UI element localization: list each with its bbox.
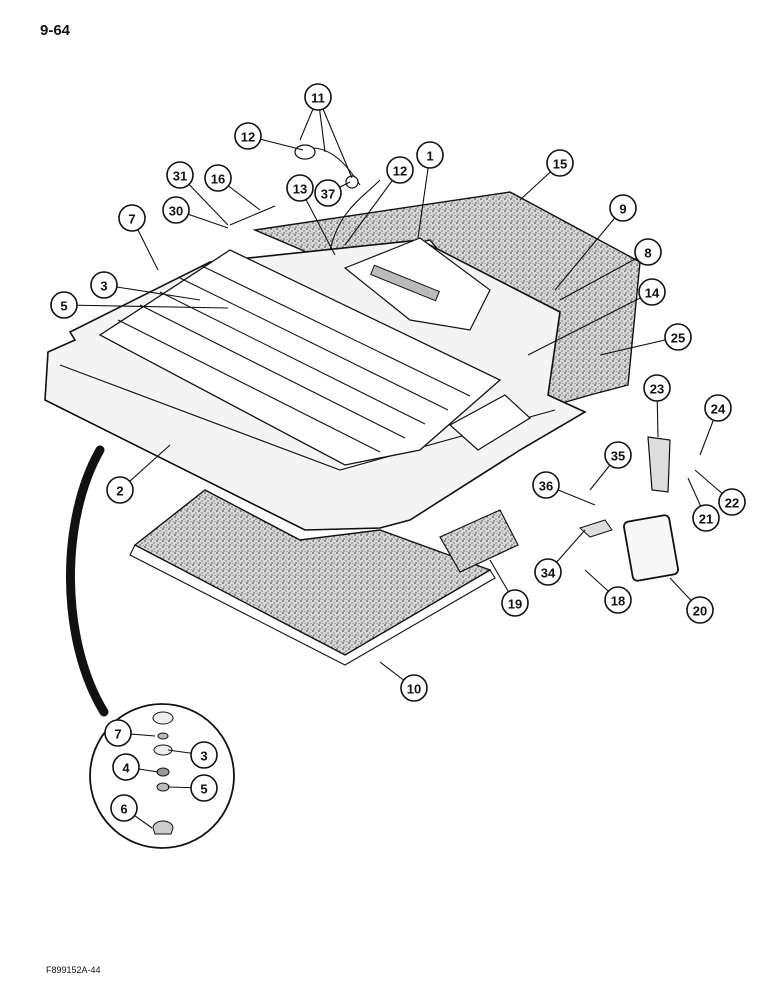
callout-3: 3 (190, 741, 218, 769)
callout-label: 15 (553, 157, 567, 172)
leader-line (63, 304, 229, 309)
callout-label: 22 (725, 496, 739, 511)
callout-label: 36 (539, 479, 553, 494)
callout-label: 2 (116, 484, 123, 499)
callout-label: 12 (241, 130, 255, 145)
callout-14: 14 (638, 278, 666, 306)
callout-label: 23 (650, 382, 664, 397)
callout-label: 6 (120, 802, 127, 817)
callout-label: 9 (619, 202, 626, 217)
callout-7: 7 (104, 719, 132, 747)
leader-line (344, 169, 401, 246)
callout-label: 3 (200, 749, 207, 764)
page-number: 9-64 (40, 22, 71, 39)
callout-21: 21 (692, 504, 720, 532)
figure-code: F899152A-44 (46, 965, 101, 975)
callout-label: 35 (611, 449, 625, 464)
callout-36: 36 (532, 471, 560, 499)
callout-3: 3 (90, 271, 118, 299)
leader-line (103, 284, 201, 301)
leader-line (559, 251, 649, 301)
callout-34: 34 (534, 558, 562, 586)
callout-4: 4 (112, 753, 140, 781)
callout-label: 14 (645, 286, 660, 301)
callout-2: 2 (106, 476, 134, 504)
callout-label: 1 (426, 149, 433, 164)
callout-label: 24 (711, 402, 726, 417)
clip-11 (294, 144, 316, 160)
light-strip (370, 264, 440, 302)
callout-18: 18 (604, 586, 632, 614)
callout-16: 16 (204, 164, 232, 192)
callout-37: 37 (314, 179, 342, 207)
callout-15: 15 (546, 149, 574, 177)
callout-label: 18 (611, 594, 625, 609)
callout-label: 25 (671, 331, 685, 346)
callout-25: 25 (664, 323, 692, 351)
callout-label: 34 (541, 566, 556, 581)
small-mat (439, 509, 519, 573)
callout-12: 12 (234, 122, 262, 150)
callout-label: 11 (311, 91, 325, 106)
callout-10: 10 (400, 674, 428, 702)
callout-13: 13 (286, 174, 314, 202)
callout-label: 30 (169, 204, 183, 219)
callout-23: 23 (643, 374, 671, 402)
nut-37 (345, 175, 359, 189)
callout-22: 22 (718, 488, 746, 516)
callout-label: 5 (60, 299, 67, 314)
callout-label: 21 (699, 512, 713, 527)
callout-label: 3 (100, 279, 107, 294)
mirror (623, 514, 679, 582)
callout-label: 12 (393, 164, 407, 179)
callout-5: 5 (50, 291, 78, 319)
callout-label: 37 (321, 187, 335, 202)
leader-line (317, 96, 353, 179)
callout-1: 1 (416, 141, 444, 169)
floor-mat (133, 489, 492, 656)
leader-line (527, 291, 653, 356)
vent-opening (448, 394, 531, 451)
leader-line (554, 207, 624, 291)
callout-9: 9 (609, 194, 637, 222)
callout-5: 5 (190, 774, 218, 802)
callout-35: 35 (604, 441, 632, 469)
callout-19: 19 (501, 589, 529, 617)
callout-label: 7 (128, 212, 135, 227)
mounting-bracket (579, 519, 613, 538)
callout-label: 19 (508, 597, 522, 612)
callout-label: 16 (211, 172, 225, 187)
callout-8: 8 (634, 238, 662, 266)
ribbed-headliner (98, 249, 502, 466)
callout-label: 7 (114, 727, 121, 742)
callout-11: 11 (304, 83, 332, 111)
callout-label: 4 (122, 761, 130, 776)
callout-label: 20 (693, 604, 707, 619)
callout-label: 13 (293, 182, 307, 197)
callout-label: 31 (173, 169, 187, 184)
callout-24: 24 (704, 394, 732, 422)
callout-label: 8 (644, 246, 651, 261)
callout-7: 7 (118, 204, 146, 232)
mirror-bracket (647, 436, 671, 493)
callout-30: 30 (162, 196, 190, 224)
callout-12: 12 (386, 156, 414, 184)
callout-6: 6 (110, 794, 138, 822)
inset-leader-band (66, 445, 109, 717)
callout-31: 31 (166, 161, 194, 189)
leader-line (417, 154, 431, 239)
callout-label: 10 (407, 682, 421, 697)
callout-20: 20 (686, 596, 714, 624)
callout-label: 5 (200, 782, 207, 797)
